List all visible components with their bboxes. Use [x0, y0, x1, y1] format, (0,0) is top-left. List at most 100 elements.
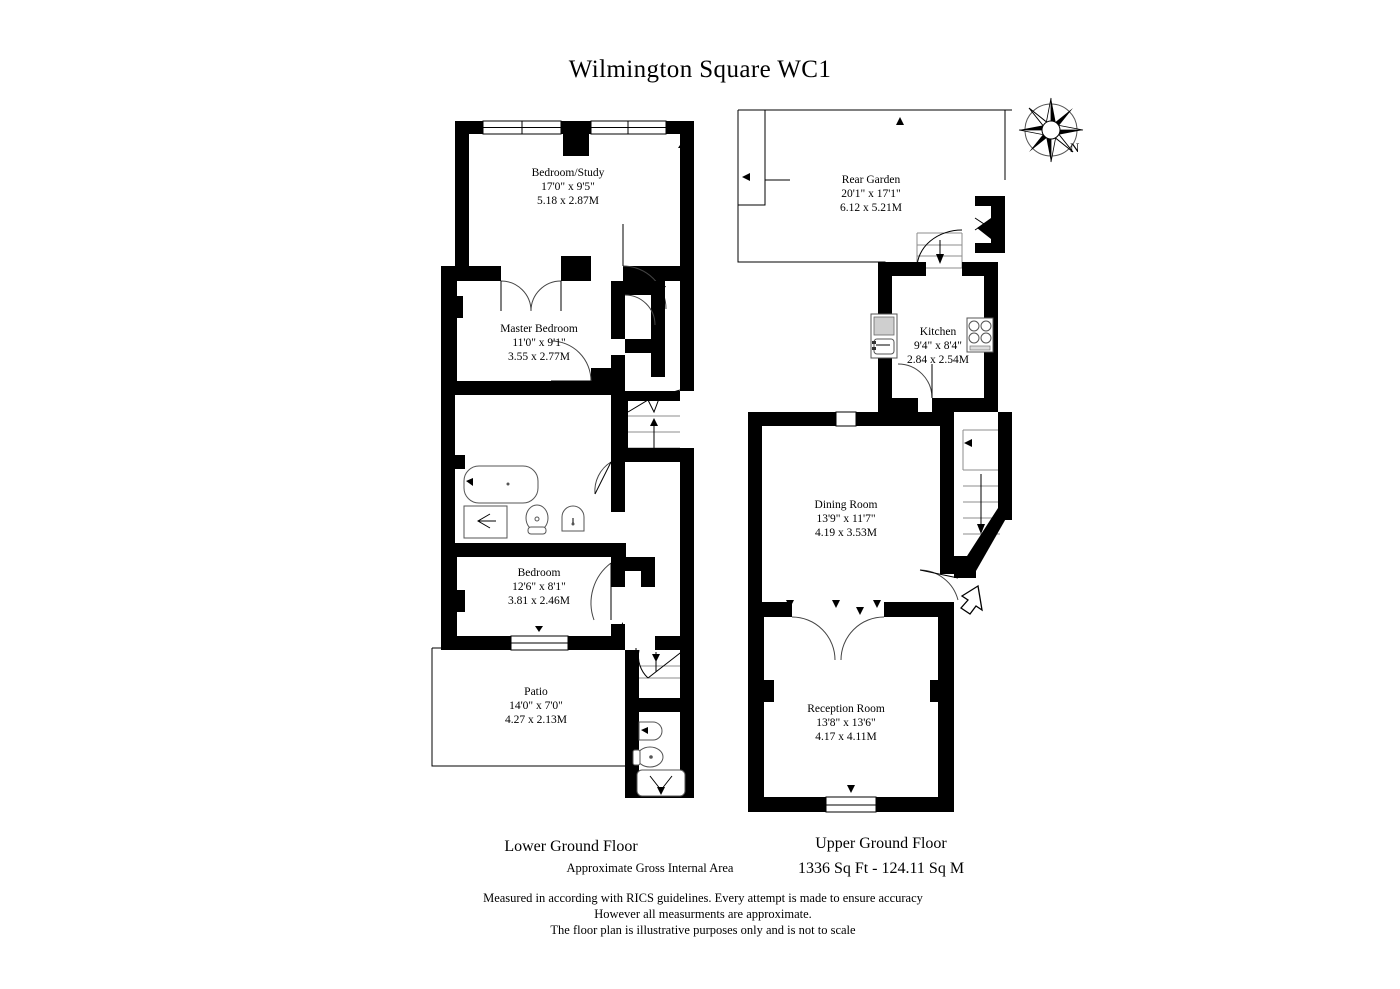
- garden-alcove: [974, 196, 1005, 253]
- compass-north-label: N: [1070, 140, 1080, 155]
- washbasin-fixture: [561, 505, 585, 532]
- room-label-patio-imperial: 14'0" x 7'0": [509, 700, 563, 712]
- wall-dining-bottom-a: [762, 602, 792, 617]
- window-study-top-2: [590, 120, 667, 135]
- wall-study-top-right: [666, 121, 694, 134]
- room-label-bedroom-study-name: Bedroom/Study: [532, 167, 605, 179]
- room-label-reception-room-name: Reception Room: [807, 703, 885, 715]
- marker-reception-3: [760, 686, 768, 694]
- marker-kitchen-2: [986, 288, 992, 296]
- window-study-top-1: [482, 120, 562, 135]
- wall-wc-divider: [639, 698, 687, 712]
- room-label-reception-room-metric: 4.17 x 4.11M: [815, 731, 877, 743]
- wall-stairs-bottom: [611, 448, 694, 462]
- room-label-master-bedroom-metric: 3.55 x 2.77M: [508, 351, 570, 363]
- room-label-bedroom-study-metric: 5.18 x 2.87M: [537, 195, 599, 207]
- wall-lg-right-outer: [680, 281, 694, 391]
- room-label-rear-garden-imperial: 20'1" x 17'1": [841, 188, 901, 200]
- wall-study-top-mid: [561, 121, 591, 134]
- marker-dining-1: [786, 600, 794, 608]
- marker-master-1: [628, 339, 632, 349]
- room-label-kitchen-imperial: 9'4" x 8'4": [914, 340, 962, 352]
- wall-stairs-left: [611, 391, 628, 456]
- marker-study-2: [459, 258, 465, 266]
- wall-dining-top-b: [856, 412, 954, 426]
- upper-ground-floor-plan: Rear Garden 20'1" x 17'1" 6.12 x 5.21M: [737, 109, 1012, 852]
- wall-master-bottom-pier: [591, 368, 625, 395]
- wall-bed3-right-a: [611, 557, 625, 587]
- shower-tray-fixture: [463, 505, 508, 539]
- wall-bath-step: [455, 455, 465, 469]
- toilet-fixture: [525, 504, 549, 535]
- door-bathroom: [594, 461, 612, 495]
- marker-reception-2: [856, 607, 864, 615]
- disclaimer-line-3: The floor plan is illustrative purposes …: [550, 923, 856, 937]
- wc-shower-tray-fixture: [636, 769, 686, 797]
- marker-bed3-1: [459, 596, 465, 604]
- marker-garden-1: [742, 173, 750, 181]
- marker-reception-4: [936, 686, 944, 694]
- wall-upper-angle-joint: [954, 556, 976, 578]
- room-label-bedroom-study-imperial: 17'0" x 9'5": [541, 181, 595, 193]
- wall-reception-right: [938, 602, 954, 812]
- wall-kitchen-bottom-right: [932, 398, 998, 412]
- entrance-door: [919, 569, 959, 601]
- room-label-master-bedroom-name: Master Bedroom: [500, 323, 578, 335]
- wall-study-bottom-jamb: [623, 266, 635, 281]
- wall-study-bottom-left: [441, 266, 501, 281]
- compass-rose-icon: [1018, 97, 1084, 163]
- door-study-hall: [622, 224, 667, 310]
- room-label-bedroom-imperial: 12'6" x 8'1": [512, 581, 566, 593]
- floor-label-lower-ground: Lower Ground Floor: [504, 838, 638, 855]
- disclaimer-line-1: Measured in according with RICS guidelin…: [483, 891, 924, 905]
- wall-study-bottom-pier: [561, 256, 591, 281]
- marker-study-3: [684, 258, 690, 266]
- marker-dining-2: [873, 600, 881, 608]
- room-label-dining-room-imperial: 13'9" x 11'7": [816, 513, 875, 525]
- room-label-rear-garden-name: Rear Garden: [842, 174, 901, 186]
- wall-dining-left: [748, 412, 762, 617]
- room-label-rear-garden-metric: 6.12 x 5.21M: [840, 202, 902, 214]
- garden-steps: [916, 229, 963, 269]
- wall-hall-right-b: [651, 353, 665, 377]
- wall-study-left: [455, 121, 469, 273]
- floor-label-upper-ground: Upper Ground Floor: [815, 835, 947, 852]
- room-label-dining-room-name: Dining Room: [815, 499, 878, 511]
- room-label-dining-room-metric: 4.19 x 3.53M: [815, 527, 877, 539]
- wall-master-right-a: [611, 281, 625, 339]
- disclaimer-line-2: However all measurments are approximate.: [594, 907, 812, 921]
- marker-study-1: [678, 142, 686, 148]
- wall-kitchen-top-left: [878, 262, 926, 276]
- wall-hall-right-a: [651, 295, 665, 340]
- wall-reception-bottom-a: [748, 797, 826, 812]
- wall-reception-notch-left: [748, 680, 774, 702]
- kitchen-hob-unit: [966, 317, 994, 353]
- marker-reception-1: [832, 600, 840, 608]
- staircase-lower-rear: [637, 649, 685, 679]
- wall-bath-left: [441, 395, 455, 557]
- marker-bed3-2: [535, 626, 543, 632]
- window-bed3-bottom: [510, 635, 569, 651]
- room-label-reception-room-imperial: 13'8" x 13'6": [816, 717, 876, 729]
- gross-internal-area-caption: Approximate Gross Internal Area: [567, 861, 734, 875]
- wall-master-bottom-left: [441, 381, 591, 395]
- marker-reception-5: [847, 785, 855, 793]
- room-label-bedroom-metric: 3.81 x 2.46M: [508, 595, 570, 607]
- wall-bath-bottom: [441, 543, 626, 557]
- wall-wc-left-lower: [625, 710, 639, 792]
- wall-study-right: [680, 121, 694, 281]
- marker-garden-2: [896, 117, 904, 125]
- gross-internal-area-value: 1336 Sq Ft - 124.11 Sq M: [798, 860, 964, 877]
- wall-study-pier: [563, 134, 589, 156]
- door-kitchen: [897, 363, 933, 399]
- wc-toilet-fixture: [632, 746, 664, 768]
- room-label-kitchen-metric: 2.84 x 2.54M: [907, 354, 969, 366]
- door-master: [550, 340, 592, 382]
- marker-kitchen-1: [885, 288, 891, 296]
- wall-study-bottom-right: [635, 266, 694, 281]
- wall-wc-top: [655, 636, 694, 650]
- wall-bath-right: [611, 456, 625, 512]
- wall-stairs-top: [611, 391, 680, 401]
